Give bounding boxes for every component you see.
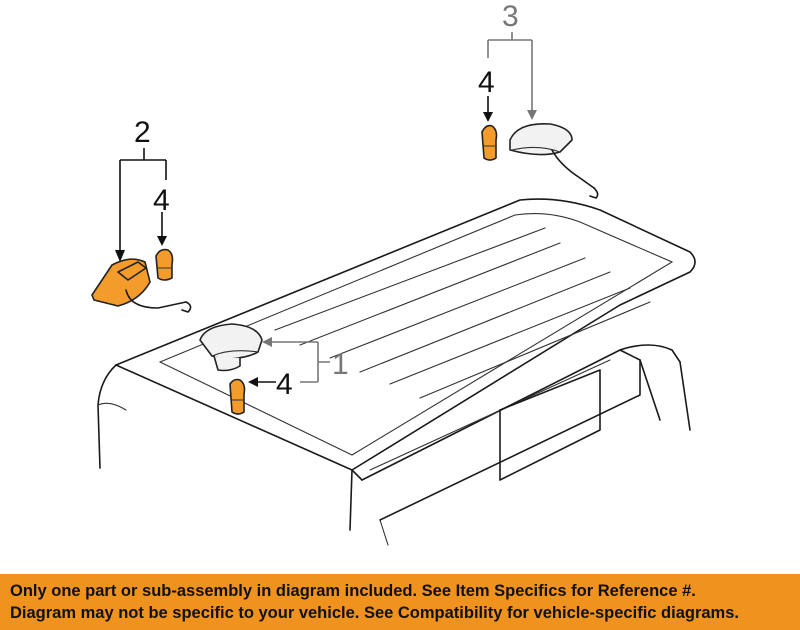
callout-bulb-roof: 4 bbox=[276, 368, 293, 401]
bulb-left[interactable] bbox=[155, 248, 174, 281]
callout-bulb-top: 4 bbox=[478, 66, 495, 99]
leader-part-3 bbox=[483, 32, 537, 122]
disclaimer-banner: Only one part or sub-assembly in diagram… bbox=[0, 574, 800, 630]
parts-diagram: 2 4 3 4 1 4 bbox=[91, 0, 696, 546]
disclaimer-line-2: Diagram may not be specific to your vehi… bbox=[10, 604, 739, 622]
callout-bulb-left: 4 bbox=[153, 184, 170, 217]
bulb-roof[interactable] bbox=[229, 378, 246, 415]
callout-part-1: 1 bbox=[332, 348, 349, 381]
lamp-housing-part-3[interactable] bbox=[509, 123, 599, 199]
callout-part-2: 2 bbox=[134, 116, 151, 149]
lamp-housing-part-2[interactable] bbox=[91, 258, 192, 313]
bulb-top[interactable] bbox=[481, 124, 498, 161]
lamp-housing-part-1[interactable] bbox=[199, 323, 263, 372]
callout-part-3: 3 bbox=[502, 0, 519, 33]
leader-part-2 bbox=[115, 148, 167, 262]
disclaimer-line-1: Only one part or sub-assembly in diagram… bbox=[10, 582, 696, 600]
vehicle-roof-outline bbox=[97, 198, 696, 546]
leader-part-1 bbox=[248, 337, 330, 387]
